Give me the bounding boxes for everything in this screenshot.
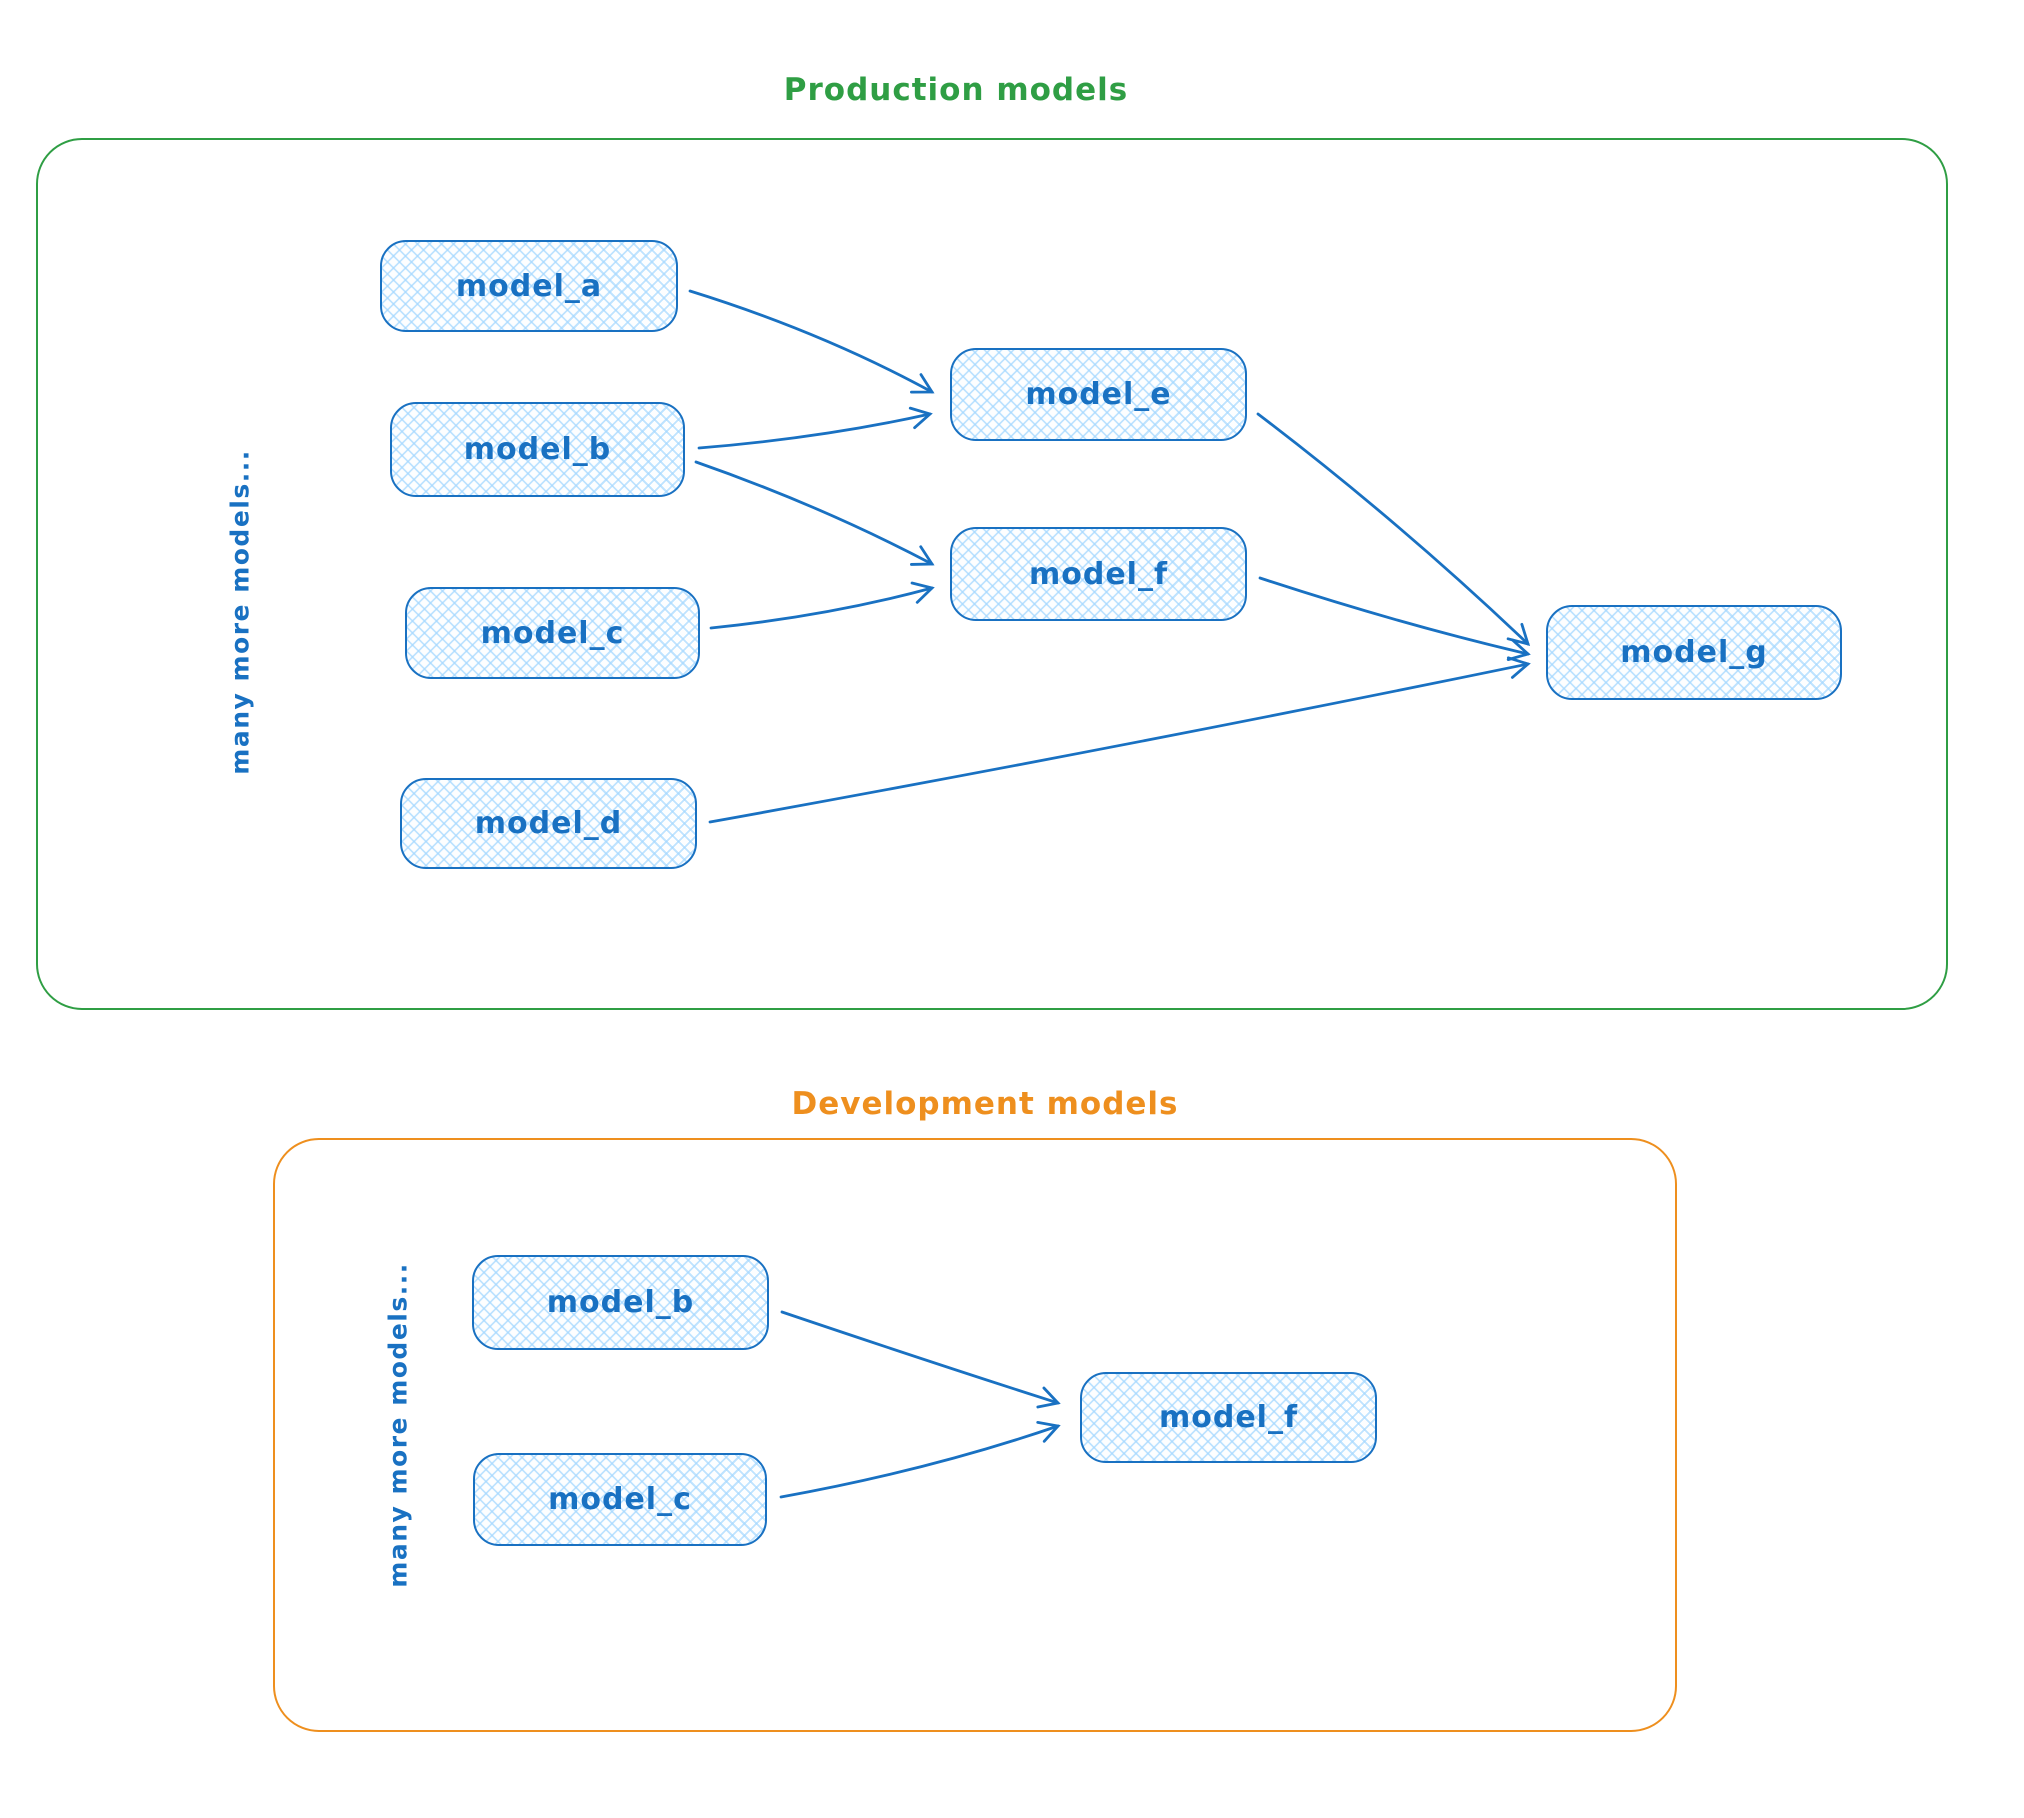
node-model_c: model_c (405, 587, 700, 679)
node-model_d-label: model_d (474, 806, 623, 841)
production-section-title: Production models (783, 72, 1129, 108)
development-section-title: Development models (791, 1086, 1179, 1122)
production-side-label: many more models... (225, 449, 255, 775)
node-model_c-label: model_c (480, 615, 625, 651)
node-model_f: model_f (950, 527, 1247, 621)
node-model_g: model_g (1546, 605, 1842, 700)
node-model_a-label: model_a (455, 268, 603, 304)
node-model_g-label: model_g (1620, 635, 1768, 670)
node-model_d: model_d (400, 778, 697, 869)
node-model_b-label: model_b (463, 432, 612, 467)
node-model_e: model_e (950, 348, 1247, 441)
node-model_a: model_a (380, 240, 678, 332)
dev-node-model_c: model_c (473, 1453, 767, 1546)
node-model_e-label: model_e (1025, 377, 1172, 412)
development-section-frame (273, 1138, 1677, 1732)
production-section-frame (36, 138, 1948, 1010)
node-model_f-label: model_f (1028, 556, 1169, 592)
dev-node-model_f: model_f (1080, 1372, 1377, 1463)
development-side-label: many more models... (383, 1262, 413, 1588)
node-model_b: model_b (390, 402, 685, 497)
dev-node-model_b-label: model_b (546, 1285, 695, 1320)
dev-node-model_f-label: model_f (1158, 1400, 1299, 1435)
dev-node-model_b: model_b (472, 1255, 769, 1350)
dev-node-model_c-label: model_c (548, 1482, 692, 1517)
